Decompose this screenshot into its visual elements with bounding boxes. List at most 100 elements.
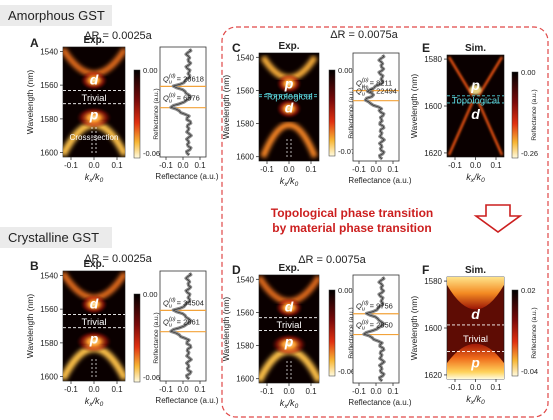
xtick-label: 0.1 (305, 165, 317, 174)
ytick-label: 1600 (236, 153, 254, 162)
ytick-label: 1580 (40, 339, 58, 348)
band-upper-glow (276, 73, 302, 94)
ytick-label: 1580 (40, 115, 58, 124)
ytick-label: 1600 (424, 102, 442, 111)
q-factor-lower: Qu(p)= 2861 (163, 317, 200, 329)
band-lower-glow (76, 330, 112, 353)
ylabel: Wavelength (nm) (409, 74, 419, 139)
q-factor-upper: Qu(d)= 9756 (356, 301, 393, 313)
band-label-lower: p (470, 354, 480, 370)
band-upper-glow (469, 84, 482, 95)
panel-letter: E (422, 41, 430, 55)
transition-line2: by material phase transition (272, 221, 431, 235)
refl-xtick-label: -0.1 (352, 165, 366, 174)
xtick-label: -0.1 (448, 383, 462, 392)
reflectance-curve-fit (364, 54, 385, 160)
refl-xlabel: Reflectance (a.u.) (348, 398, 411, 407)
refl-xtick-label: 0.0 (177, 161, 189, 170)
header-crystalline-box (0, 227, 112, 248)
band-upper-glow (80, 70, 108, 91)
band-upper-glow (80, 294, 108, 315)
xtick-label: 0.1 (305, 387, 317, 396)
refl-xtick-label: -0.1 (159, 161, 173, 170)
ylabel: Wavelength (nm) (221, 75, 231, 140)
panel-title: Exp. (83, 259, 104, 270)
xtick-label: 0.0 (283, 165, 295, 174)
colorbar-gradient (133, 69, 141, 159)
delta-r-label: ΔR = 0.0025a (84, 253, 152, 265)
colorbar-gradient (328, 289, 336, 377)
panel-title: Exp. (278, 263, 299, 274)
colorbar-top-tick: 0.00 (338, 66, 353, 75)
xtick-label: 0.1 (490, 383, 502, 392)
topological-region-border (221, 26, 549, 418)
xtick-label: 0.0 (88, 161, 100, 170)
ytick-label: 1620 (424, 149, 442, 158)
refl-xtick-label: -0.1 (352, 387, 366, 396)
panel-title: Exp. (83, 35, 104, 46)
ytick-label: 1580 (424, 55, 442, 64)
q-factor-lower: Qu(p)= 2850 (356, 320, 393, 332)
xtick-label: 0.1 (490, 161, 502, 170)
ytick-label: 1540 (236, 53, 254, 62)
colorbar-top-tick: 0.00 (338, 286, 353, 295)
colorbar-top-tick: 0.00 (521, 68, 536, 77)
band-label-lower: d (285, 100, 294, 116)
region-label: Topological (452, 95, 500, 106)
band-lower-glow (76, 106, 112, 129)
colorbar-gradient (511, 71, 519, 159)
panel-title: Sim. (465, 265, 486, 276)
band-lower (447, 101, 504, 156)
refl-xtick-label: 0.0 (177, 385, 189, 394)
colorbar-gradient (511, 289, 519, 377)
band-lower-glow (276, 98, 302, 119)
refl-xtick-label: 0.1 (387, 387, 399, 396)
header-amorphous: Amorphous GST (8, 8, 105, 23)
band-label-upper: d (90, 71, 99, 87)
panel-letter: C (232, 41, 241, 55)
colorbar-gradient (133, 293, 141, 383)
refl-xtick-label: 0.0 (370, 165, 382, 174)
band-lower (260, 122, 318, 159)
panel-letter: D (232, 263, 241, 277)
band-upper (448, 56, 503, 97)
colorbar-label: Reflectance (a.u.) (153, 312, 160, 363)
ylabel: Wavelength (nm) (409, 296, 419, 361)
colorbar-label: Reflectance (a.u.) (348, 307, 355, 358)
refl-xlabel: Reflectance (a.u.) (155, 396, 218, 405)
ylabel: Wavelength (nm) (25, 294, 35, 359)
panel-letter: A (30, 36, 39, 50)
colorbar-label: Reflectance (a.u.) (153, 88, 160, 139)
ytick-label: 1560 (40, 305, 58, 314)
region-label: Trivial (82, 317, 107, 328)
colorbar-bottom-tick: -0.06 (143, 149, 160, 158)
band-label-lower: p (89, 107, 99, 123)
ylabel: Wavelength (nm) (25, 70, 35, 135)
band-label-upper: p (470, 77, 480, 93)
delta-r-label: ΔR = 0.0075a (298, 254, 366, 266)
xtick-label: -0.1 (448, 161, 462, 170)
colorbar-label: Reflectance (a.u.) (348, 87, 355, 138)
refl-xtick-label: 0.1 (387, 165, 399, 174)
region-label: Trivial (463, 334, 488, 345)
reflectance-curve-fit (363, 276, 385, 382)
colorbar-bottom-tick: -0.26 (521, 149, 538, 158)
ytick-label: 1600 (424, 324, 442, 333)
xtick-label: -0.1 (64, 385, 78, 394)
header-amorphous-box (0, 5, 112, 26)
refl-xtick-label: 0.1 (194, 385, 206, 394)
ytick-label: 1600 (236, 375, 254, 384)
region-label: Trivial (277, 320, 302, 331)
